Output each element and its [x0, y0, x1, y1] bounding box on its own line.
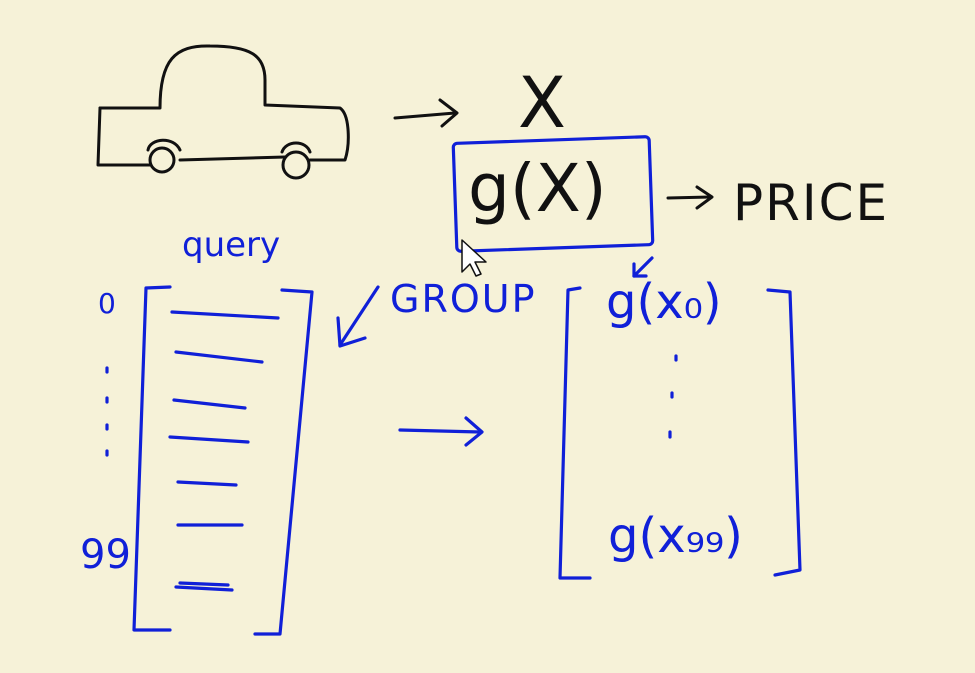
results-bracket	[558, 256, 802, 580]
group-label: GROUP	[390, 277, 537, 321]
car-sketch	[96, 44, 350, 180]
price-label: PRICE	[733, 174, 890, 232]
model-box	[451, 135, 655, 253]
arrow-query-to-results	[398, 416, 484, 447]
arrow-car-to-x	[393, 98, 459, 128]
arrow-down-left	[336, 285, 380, 348]
arrow-to-price	[666, 185, 714, 210]
mouse-cursor-icon	[461, 239, 487, 277]
model-function-label: g(X)	[468, 150, 607, 227]
query-bracket	[132, 285, 314, 636]
feature-symbol: X	[518, 62, 566, 144]
result-last-label: g(x₉₉)	[608, 508, 743, 564]
index-start-label: 0	[98, 287, 116, 320]
result-first-label: g(x₀)	[606, 274, 722, 330]
query-label: query	[182, 225, 281, 265]
index-end-label: 99	[80, 532, 131, 578]
